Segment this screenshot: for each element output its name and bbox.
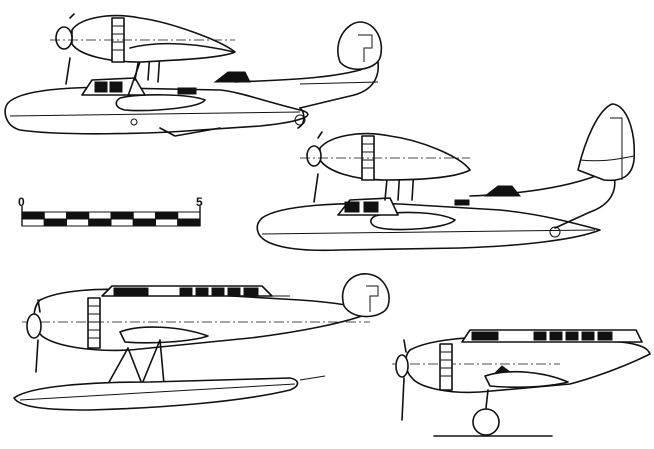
wheel xyxy=(472,408,500,436)
fin-upper xyxy=(337,21,383,70)
scale-segment xyxy=(66,218,90,227)
scale-segment xyxy=(66,211,90,220)
scale-segment xyxy=(155,211,179,220)
scale-segment xyxy=(177,218,201,227)
scale-segment xyxy=(132,218,156,227)
nacelle-upper xyxy=(71,14,236,63)
scale-segment xyxy=(21,218,45,227)
side-view-lower-left xyxy=(13,273,390,411)
scale-segment xyxy=(155,218,179,227)
scale-segment xyxy=(43,211,67,220)
float-lower-left xyxy=(13,377,299,411)
scale-segment xyxy=(177,211,201,220)
scale-start-label: 0 xyxy=(18,195,25,209)
nacelle-middle xyxy=(319,132,471,181)
fin-lower-left xyxy=(341,273,390,318)
side-view-middle xyxy=(256,103,636,252)
scale-end-label: 5 xyxy=(196,195,203,209)
scale-segment xyxy=(132,211,156,220)
fin-middle xyxy=(577,103,636,182)
scale-segments xyxy=(21,206,201,227)
fuselage-lower-left xyxy=(33,288,373,352)
scale-segment xyxy=(43,218,67,227)
scale-segment xyxy=(21,211,45,220)
scale-segment xyxy=(88,211,112,220)
float-upper xyxy=(115,94,206,112)
side-view-upper xyxy=(4,13,383,137)
scale-segment xyxy=(110,218,134,227)
canopy-frames-left xyxy=(113,287,259,297)
scale-segment xyxy=(88,218,112,227)
scale-segment xyxy=(110,211,134,220)
canopy-frames-right xyxy=(471,331,613,341)
side-view-lower-right xyxy=(392,329,651,437)
scale-bar: 0 5 xyxy=(18,195,203,227)
